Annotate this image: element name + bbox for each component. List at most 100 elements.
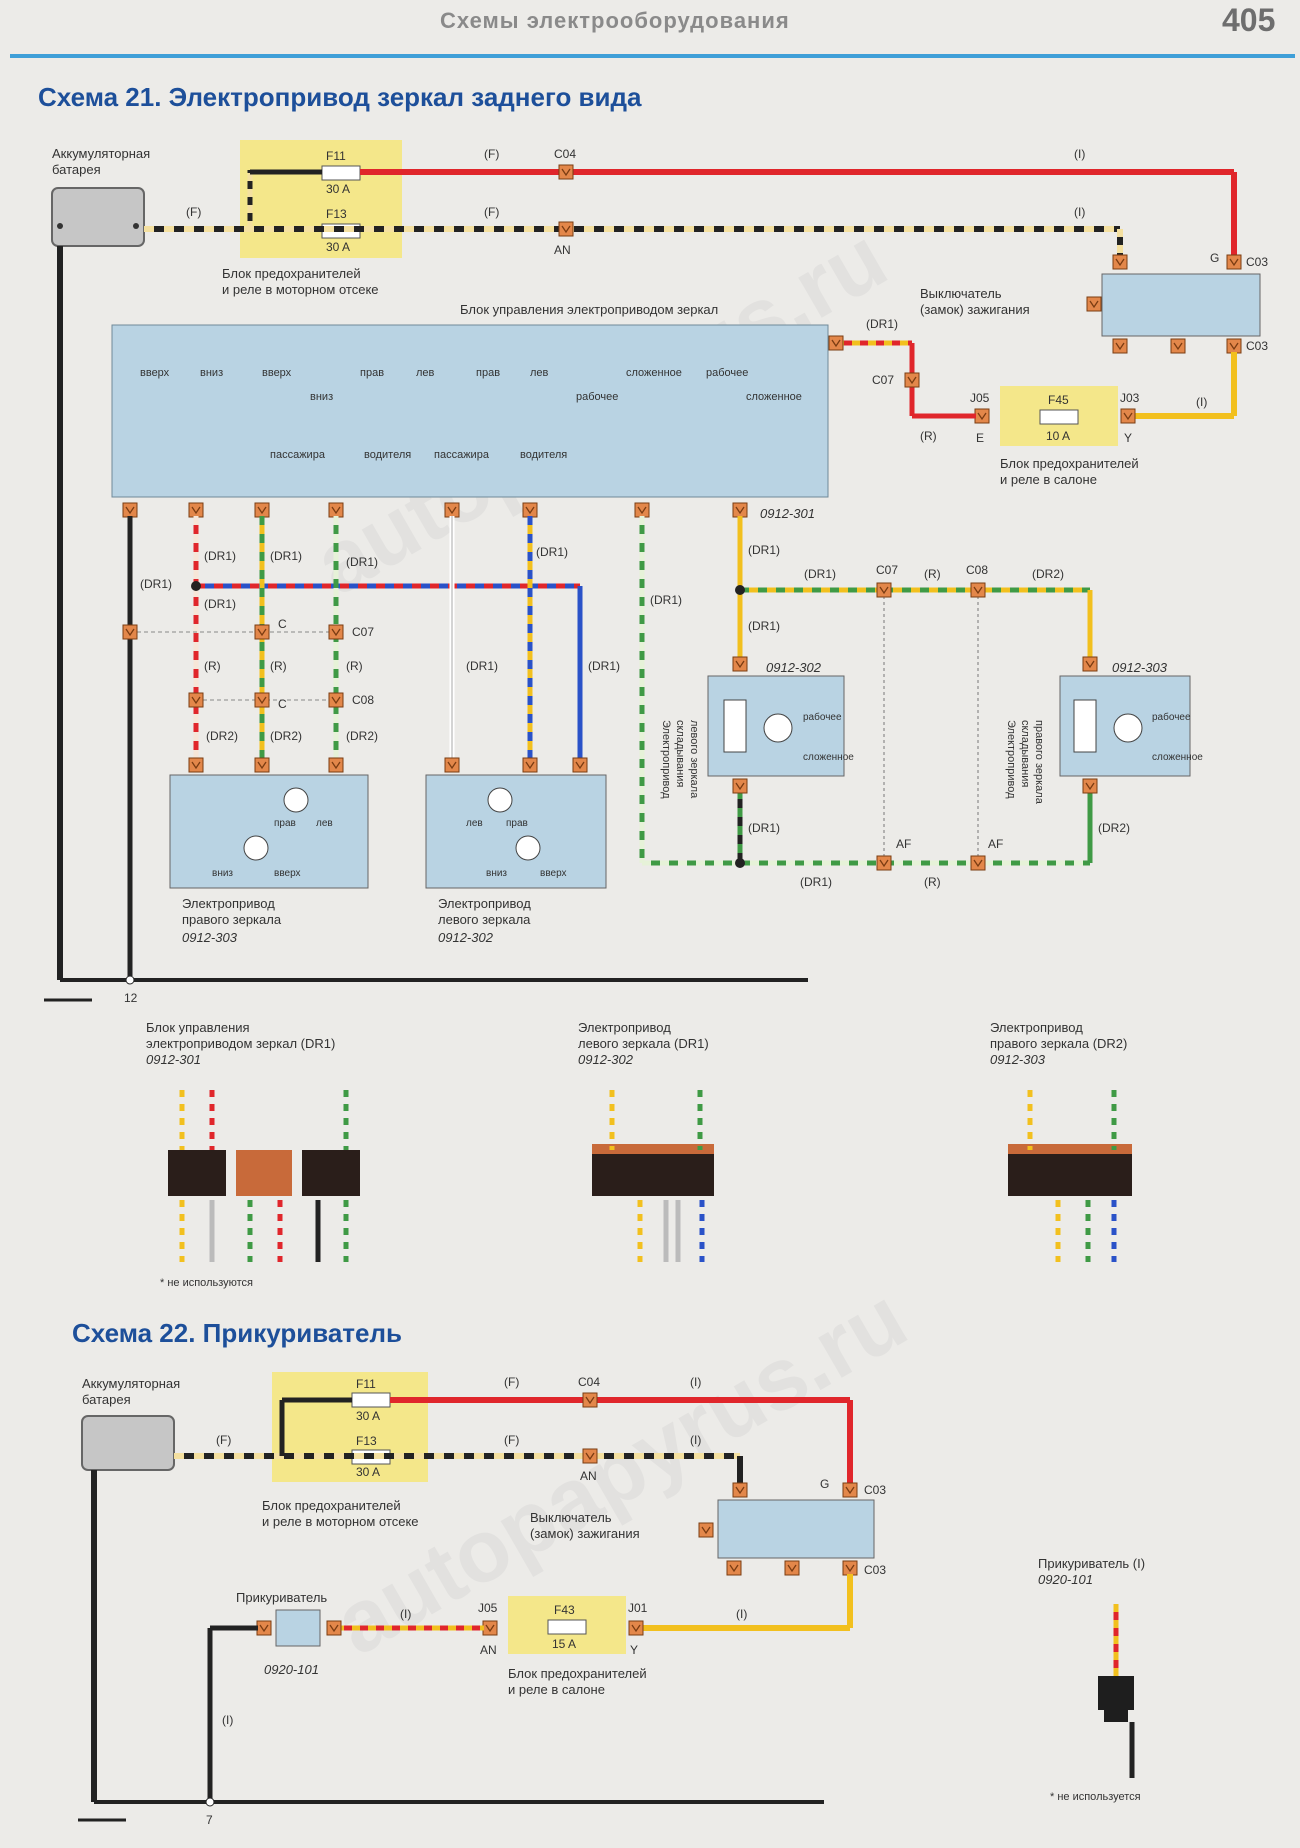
engine-box-label-21a: Блок предохранителей xyxy=(222,266,361,281)
battery-label-22a: Аккумуляторная xyxy=(82,1376,180,1391)
ignition-label-21b: (замок) зажигания xyxy=(920,302,1030,317)
sw-left-2: лев xyxy=(530,367,549,379)
cabin-box-label-21a: Блок предохранителей xyxy=(1000,456,1139,471)
fuse-f11-rating: 30 A xyxy=(326,182,350,196)
ignition-label-22b: (замок) зажигания xyxy=(530,1526,640,1541)
engine-fuse-block-22: F11 30 A F13 30 A Блок предохранителей и… xyxy=(262,1372,428,1529)
wire-dr1-l: (DR1) xyxy=(748,619,780,633)
ground-7-label: 7 xyxy=(206,1813,213,1827)
g-label: G xyxy=(1210,251,1219,265)
j05-22: J05 xyxy=(478,1601,498,1615)
conn-view-3-id: 0912-303 xyxy=(990,1052,1046,1067)
c08-label-fold: C08 xyxy=(966,563,988,577)
left-mirror-label-2: левого зеркала xyxy=(438,912,531,927)
y-label: Y xyxy=(1124,431,1132,445)
wire-dr1-i: (DR1) xyxy=(650,593,682,607)
wire-r-a: (R) xyxy=(204,659,221,673)
wire-f-22a: (F) xyxy=(504,1375,519,1389)
wire-r-ign: (R) xyxy=(920,429,937,443)
j05-label: J05 xyxy=(970,391,990,405)
sw-folded-2: сложенное xyxy=(746,391,802,403)
lm-down: вниз xyxy=(486,868,507,879)
sw-folded-1: сложенное xyxy=(626,367,682,379)
wire-r-e: (R) xyxy=(924,875,941,889)
wire-f-battery: (F) xyxy=(186,205,201,219)
ignition-label-21a: Выключатель xyxy=(920,286,1002,301)
mirror-control-unit: Блок управления электроприводом зеркал в… xyxy=(111,302,844,521)
wire-dr1-n: (DR1) xyxy=(800,875,832,889)
wire-f-bottom: (F) xyxy=(484,205,499,219)
wire-dr1-c: (DR1) xyxy=(270,549,302,563)
c03-label-top: C03 xyxy=(1246,255,1268,269)
fuse-f43-rating: 15 A xyxy=(552,1637,576,1651)
c-label-2: C xyxy=(278,697,287,711)
c04-label: C04 xyxy=(554,147,576,161)
sw-driver-1: водителя xyxy=(364,449,411,461)
j01-22: J01 xyxy=(628,1601,648,1615)
lighter-conn-id: 0920-101 xyxy=(1038,1572,1093,1587)
page-number: 405 xyxy=(1222,2,1276,38)
c03-label-bottom: C03 xyxy=(1246,339,1268,353)
cigarette-lighter: Прикуриватель 0920-101 (I) xyxy=(236,1590,484,1677)
y-22: Y xyxy=(630,1643,638,1657)
fold-right-folded: сложенное xyxy=(1152,752,1203,763)
wire-f-22b: (F) xyxy=(504,1433,519,1447)
c07-label-mirror: C07 xyxy=(352,625,374,639)
wire-dr1-m: (DR1) xyxy=(748,821,780,835)
c03-22a: C03 xyxy=(864,1483,886,1497)
ignition-switch-21: G C03 C03 Выключатель (замок) зажигания xyxy=(920,251,1268,354)
sw-up-2: вверх xyxy=(262,367,292,379)
af-label-1: AF xyxy=(896,837,911,851)
conn-view-1-id: 0912-301 xyxy=(146,1052,201,1067)
c-label-1: C xyxy=(278,617,287,631)
header-title: Схемы электрооборудования xyxy=(440,8,790,33)
right-mirror-label-2: правого зеркала xyxy=(182,912,282,927)
c08-label-mirror: C08 xyxy=(352,693,374,707)
wire-dr1-ign: (DR1) xyxy=(866,317,898,331)
lighter-id: 0920-101 xyxy=(264,1662,319,1677)
fuse-f11-rating-22: 30 A xyxy=(356,1409,380,1423)
sw-down-2: вниз xyxy=(310,391,333,403)
engine-box-label-21b: и реле в моторном отсеке xyxy=(222,282,379,297)
wire-dr2-a: (DR2) xyxy=(1032,567,1064,581)
wire-r-c: (R) xyxy=(346,659,363,673)
rm-down: вниз xyxy=(212,868,233,879)
engine-fuse-block-21: F11 30 A F13 30 A Блок предохранителей и… xyxy=(222,140,402,297)
lighter-connector-view: Прикуриватель (I) 0920-101 * не использу… xyxy=(1038,1556,1145,1803)
sw-passenger-1: пассажира xyxy=(270,449,326,461)
fuse-f13-22: F13 xyxy=(356,1434,377,1448)
cabin-fuse-block-21: F45 10 A J05 J03 E Y (I) Блок предохрани… xyxy=(970,352,1237,487)
page-header: Схемы электрооборудования 405 xyxy=(0,0,1300,58)
ground-12-label: 12 xyxy=(124,991,138,1005)
lm-right: прав xyxy=(506,818,528,829)
battery-label-21a: Аккумуляторная xyxy=(52,146,150,161)
wire-f-22c: (F) xyxy=(216,1433,231,1447)
wire-dr1-d: (DR1) xyxy=(346,555,378,569)
conn-view-3-label-1: Электропривод xyxy=(990,1020,1083,1035)
c03-22b: C03 xyxy=(864,1563,886,1577)
lm-up: вверх xyxy=(540,868,567,879)
sw-work-1: рабочее xyxy=(576,391,618,403)
wire-dr2-c: (DR2) xyxy=(206,729,238,743)
cabin-box-label-21b: и реле в салоне xyxy=(1000,472,1097,487)
fuse-f13-rating: 30 A xyxy=(326,240,350,254)
fold-motor-left: 0912-302 рабочее сложенное Электропривод… xyxy=(660,656,854,799)
sw-work-2: рабочее xyxy=(706,367,748,379)
wire-dr1-k: (DR1) xyxy=(804,567,836,581)
fuse-f45-rating: 10 A xyxy=(1046,429,1070,443)
an-22b: AN xyxy=(480,1643,497,1657)
wire-f-top: (F) xyxy=(484,147,499,161)
header-divider xyxy=(10,54,1295,58)
wire-r-b: (R) xyxy=(270,659,287,673)
wire-dr2-b: (DR2) xyxy=(1098,821,1130,835)
wire-dr1-a: (DR1) xyxy=(140,577,172,591)
conn-view-2-label-1: Электропривод xyxy=(578,1020,671,1035)
wire-dr1-h: (DR1) xyxy=(588,659,620,673)
scheme22-title: Схема 22. Прикуриватель xyxy=(72,1318,402,1348)
fold-left-label-3: левого зеркала xyxy=(688,720,700,799)
wire-dr1-f: (DR1) xyxy=(536,545,568,559)
wire-i-22b: (I) xyxy=(690,1433,701,1447)
c07-label-ign: C07 xyxy=(872,373,894,387)
sw-right-1: прав xyxy=(360,367,384,379)
